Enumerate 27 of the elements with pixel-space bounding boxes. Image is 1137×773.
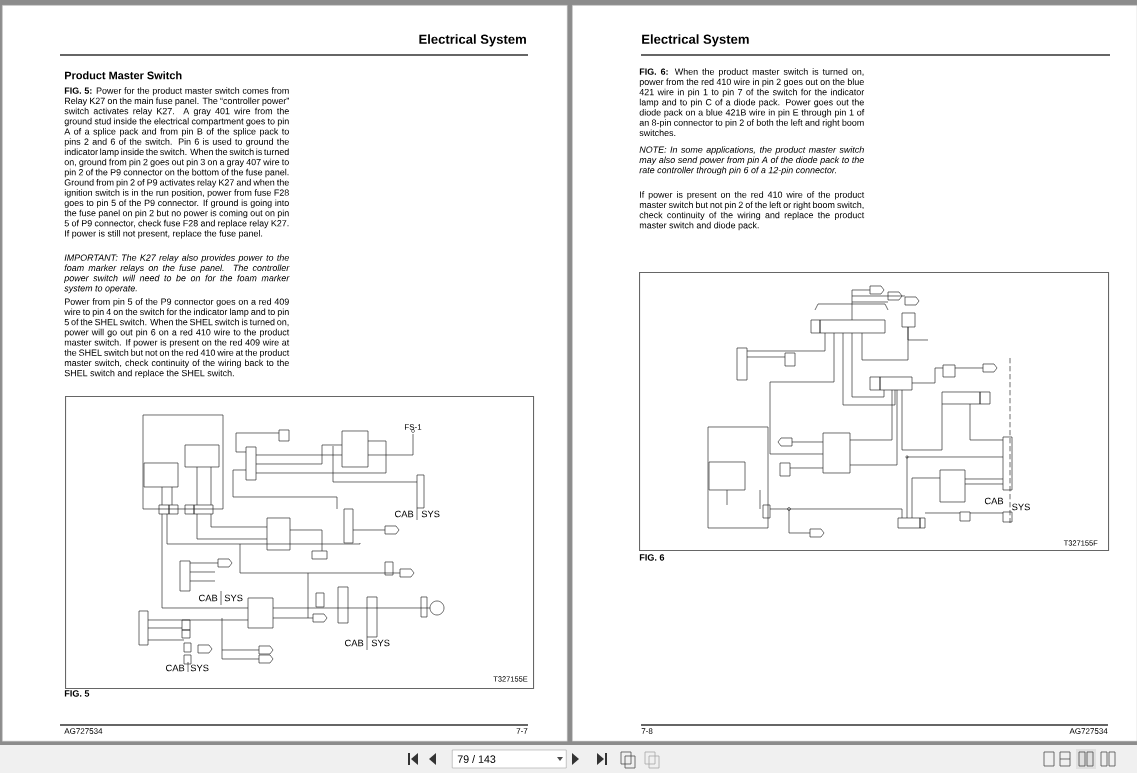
zone-label: CAB: [199, 594, 218, 602]
paragraph: Power from pin 5 of the P9 connector goes on a red 409 wire to pin 4 on the switch for the indicator lamp and to pin 5 of the SHEL switch. When the SHEL switch is turned on, power will go out pin 6 on a red 410 wire to the product master switch. If power is present on the red 409 wire at the SHEL switch but not on the red 410 wire at the product master switch, check continuity of the wiring back to the SHEL switch and replace the SHEL switch.: [64, 298, 290, 378]
zone-label: CAB: [984, 497, 1004, 505]
fuse-label: FS-1: [405, 424, 422, 430]
paragraph: If power is present on the red 410 wire of the product master switch but not pin 2 of the left or right boom switch, check continuity of the wiring and replace the product master switch and diode pack.: [639, 191, 865, 231]
document-number: AG727534: [64, 728, 103, 734]
zone-label: CAB: [345, 639, 364, 647]
page-number: 7-8: [641, 728, 653, 734]
page-number-field: 79 / 143: [452, 749, 567, 769]
zone-label: SYS: [371, 639, 390, 647]
paragraph: FIG. 5: Power for the product master switch comes from Relay K27 on the main fuse panel. The “controller power” switch activates relay K27. A gray 401 wire from the ground stud inside the electrical compartment goes to pin A of a splice pack and from pin B of the splice pack to pins 2 and 6 of the switch. Pin 6 is used to ground the indicator lamp inside the switch. When the switch is turned on, ground from pin 2 goes out pin 3 on a gray 407 wire to pin 2 of the P9 connector on the bottom of the fuse panel. Ground from pin 2 of P9 activates relay K27 and when the ignition switch is in the run position, power from fuse F28 goes to pin 5 of the P9 connector. If ground is going into the fuse panel on pin 2 but no power is coming out on pin 5 of P9 connector, check fuse F28 and replace relay K27. If power is still not present, replace the fuse panel.: [64, 87, 289, 239]
document-number: AG727534: [1069, 728, 1108, 734]
important-note: IMPORTANT: The K27 relay also provides power to the foam marker relays on the fuse panel. The controller power switch will need to be on for the foam marker system to operate.: [64, 254, 290, 294]
zone-label: CAB: [166, 664, 185, 672]
zone-label: SYS: [1012, 503, 1030, 511]
zone-label: SYS: [190, 664, 209, 672]
figure-label: FIG. 5: [64, 690, 90, 697]
page-header: Electrical System: [642, 34, 749, 47]
paragraph: FIG. 6: When the product master switch is turned on, power from the red 410 wire in pin 2 goes out on the blue 421 wire in pin 1 to pin 7 of the switch for the indicator lamp and to pin C of a diode pack. Power goes out the diode pack on a blue 421B wire in pin E through pin 1 of an 8-pin connector to pin 2 of both the left and right boom switches.: [639, 68, 865, 136]
zone-label: CAB: [395, 510, 414, 518]
figure-label: FIG. 6: [639, 554, 665, 561]
note: NOTE: In some applications, the product master switch may also send power from pin A of the diode pack to the rate controller through pin 6 of a 12-pin connector.: [639, 146, 864, 175]
page-number: 7-7: [516, 728, 528, 734]
zone-label: SYS: [224, 594, 243, 602]
zone-label: SYS: [421, 510, 440, 518]
page-header: Electrical System: [419, 34, 526, 47]
section-heading: Product Master Switch: [65, 71, 182, 80]
